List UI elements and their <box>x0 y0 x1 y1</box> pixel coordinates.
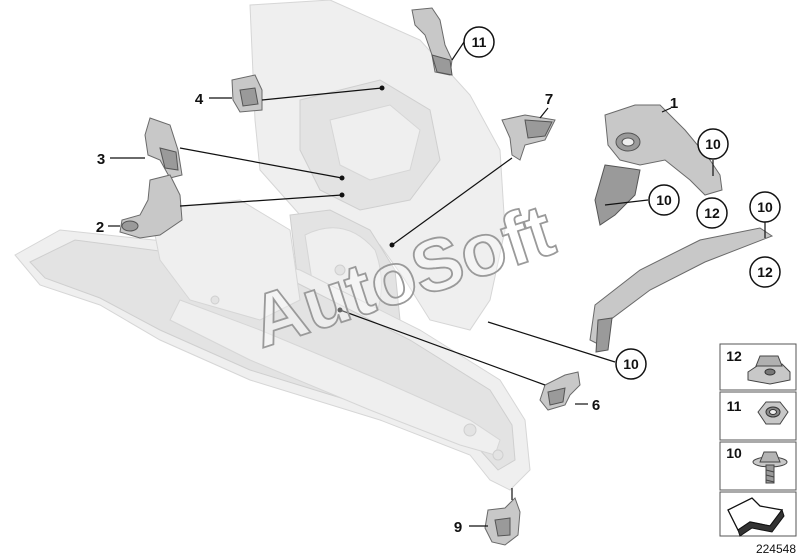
part-9-bracket <box>484 497 521 546</box>
callout-7: 7 <box>545 91 553 108</box>
legend-number-10: 10 <box>726 445 742 461</box>
hex-nut-icon <box>757 401 789 425</box>
callout-10c-circle <box>749 191 781 223</box>
part-2-bracket <box>119 174 183 239</box>
callout-10d: 10 <box>623 356 639 372</box>
callout-1: 1 <box>670 95 678 112</box>
part-7-bracket <box>501 114 556 161</box>
callout-12a: 12 <box>704 205 720 221</box>
forward-arrow-icon <box>727 497 785 537</box>
leader-lines <box>108 41 766 527</box>
clip-nut-icon <box>747 355 791 385</box>
fastener-legend: 12 11 10 <box>719 343 797 537</box>
callout-11: 11 <box>472 34 487 50</box>
callouts: 11 4 3 2 7 1 6 9 10 12 10 10 12 10 <box>96 26 781 536</box>
callout-4: 4 <box>195 91 204 108</box>
callout-10a-circle <box>697 128 729 160</box>
legend-number-12: 12 <box>726 348 742 364</box>
callout-12b: 12 <box>757 264 773 280</box>
diagram-id: 224548 <box>756 542 796 556</box>
callout-10a: 10 <box>705 136 721 152</box>
callout-2: 2 <box>96 219 104 236</box>
callout-10d-circle <box>615 348 647 380</box>
part-3-bracket <box>144 117 183 179</box>
callout-10b-circle <box>648 184 680 216</box>
callout-10c: 10 <box>757 199 773 215</box>
long-brace <box>589 227 774 353</box>
legend-number-11: 11 <box>727 398 742 414</box>
part-1-strut <box>594 104 723 226</box>
vehicle-body-structure <box>14 0 531 491</box>
callout-6: 6 <box>592 397 600 414</box>
callout-9: 9 <box>454 519 462 536</box>
callout-10b: 10 <box>656 192 672 208</box>
part-6-bracket <box>539 371 581 411</box>
part-11-bracket <box>411 7 453 76</box>
part-4-bracket <box>231 74 263 113</box>
callout-12a-circle <box>696 197 728 229</box>
callout-11-circle <box>463 26 495 58</box>
flange-bolt-icon <box>752 451 788 484</box>
callout-12b-circle <box>749 256 781 288</box>
callout-3: 3 <box>97 151 105 168</box>
